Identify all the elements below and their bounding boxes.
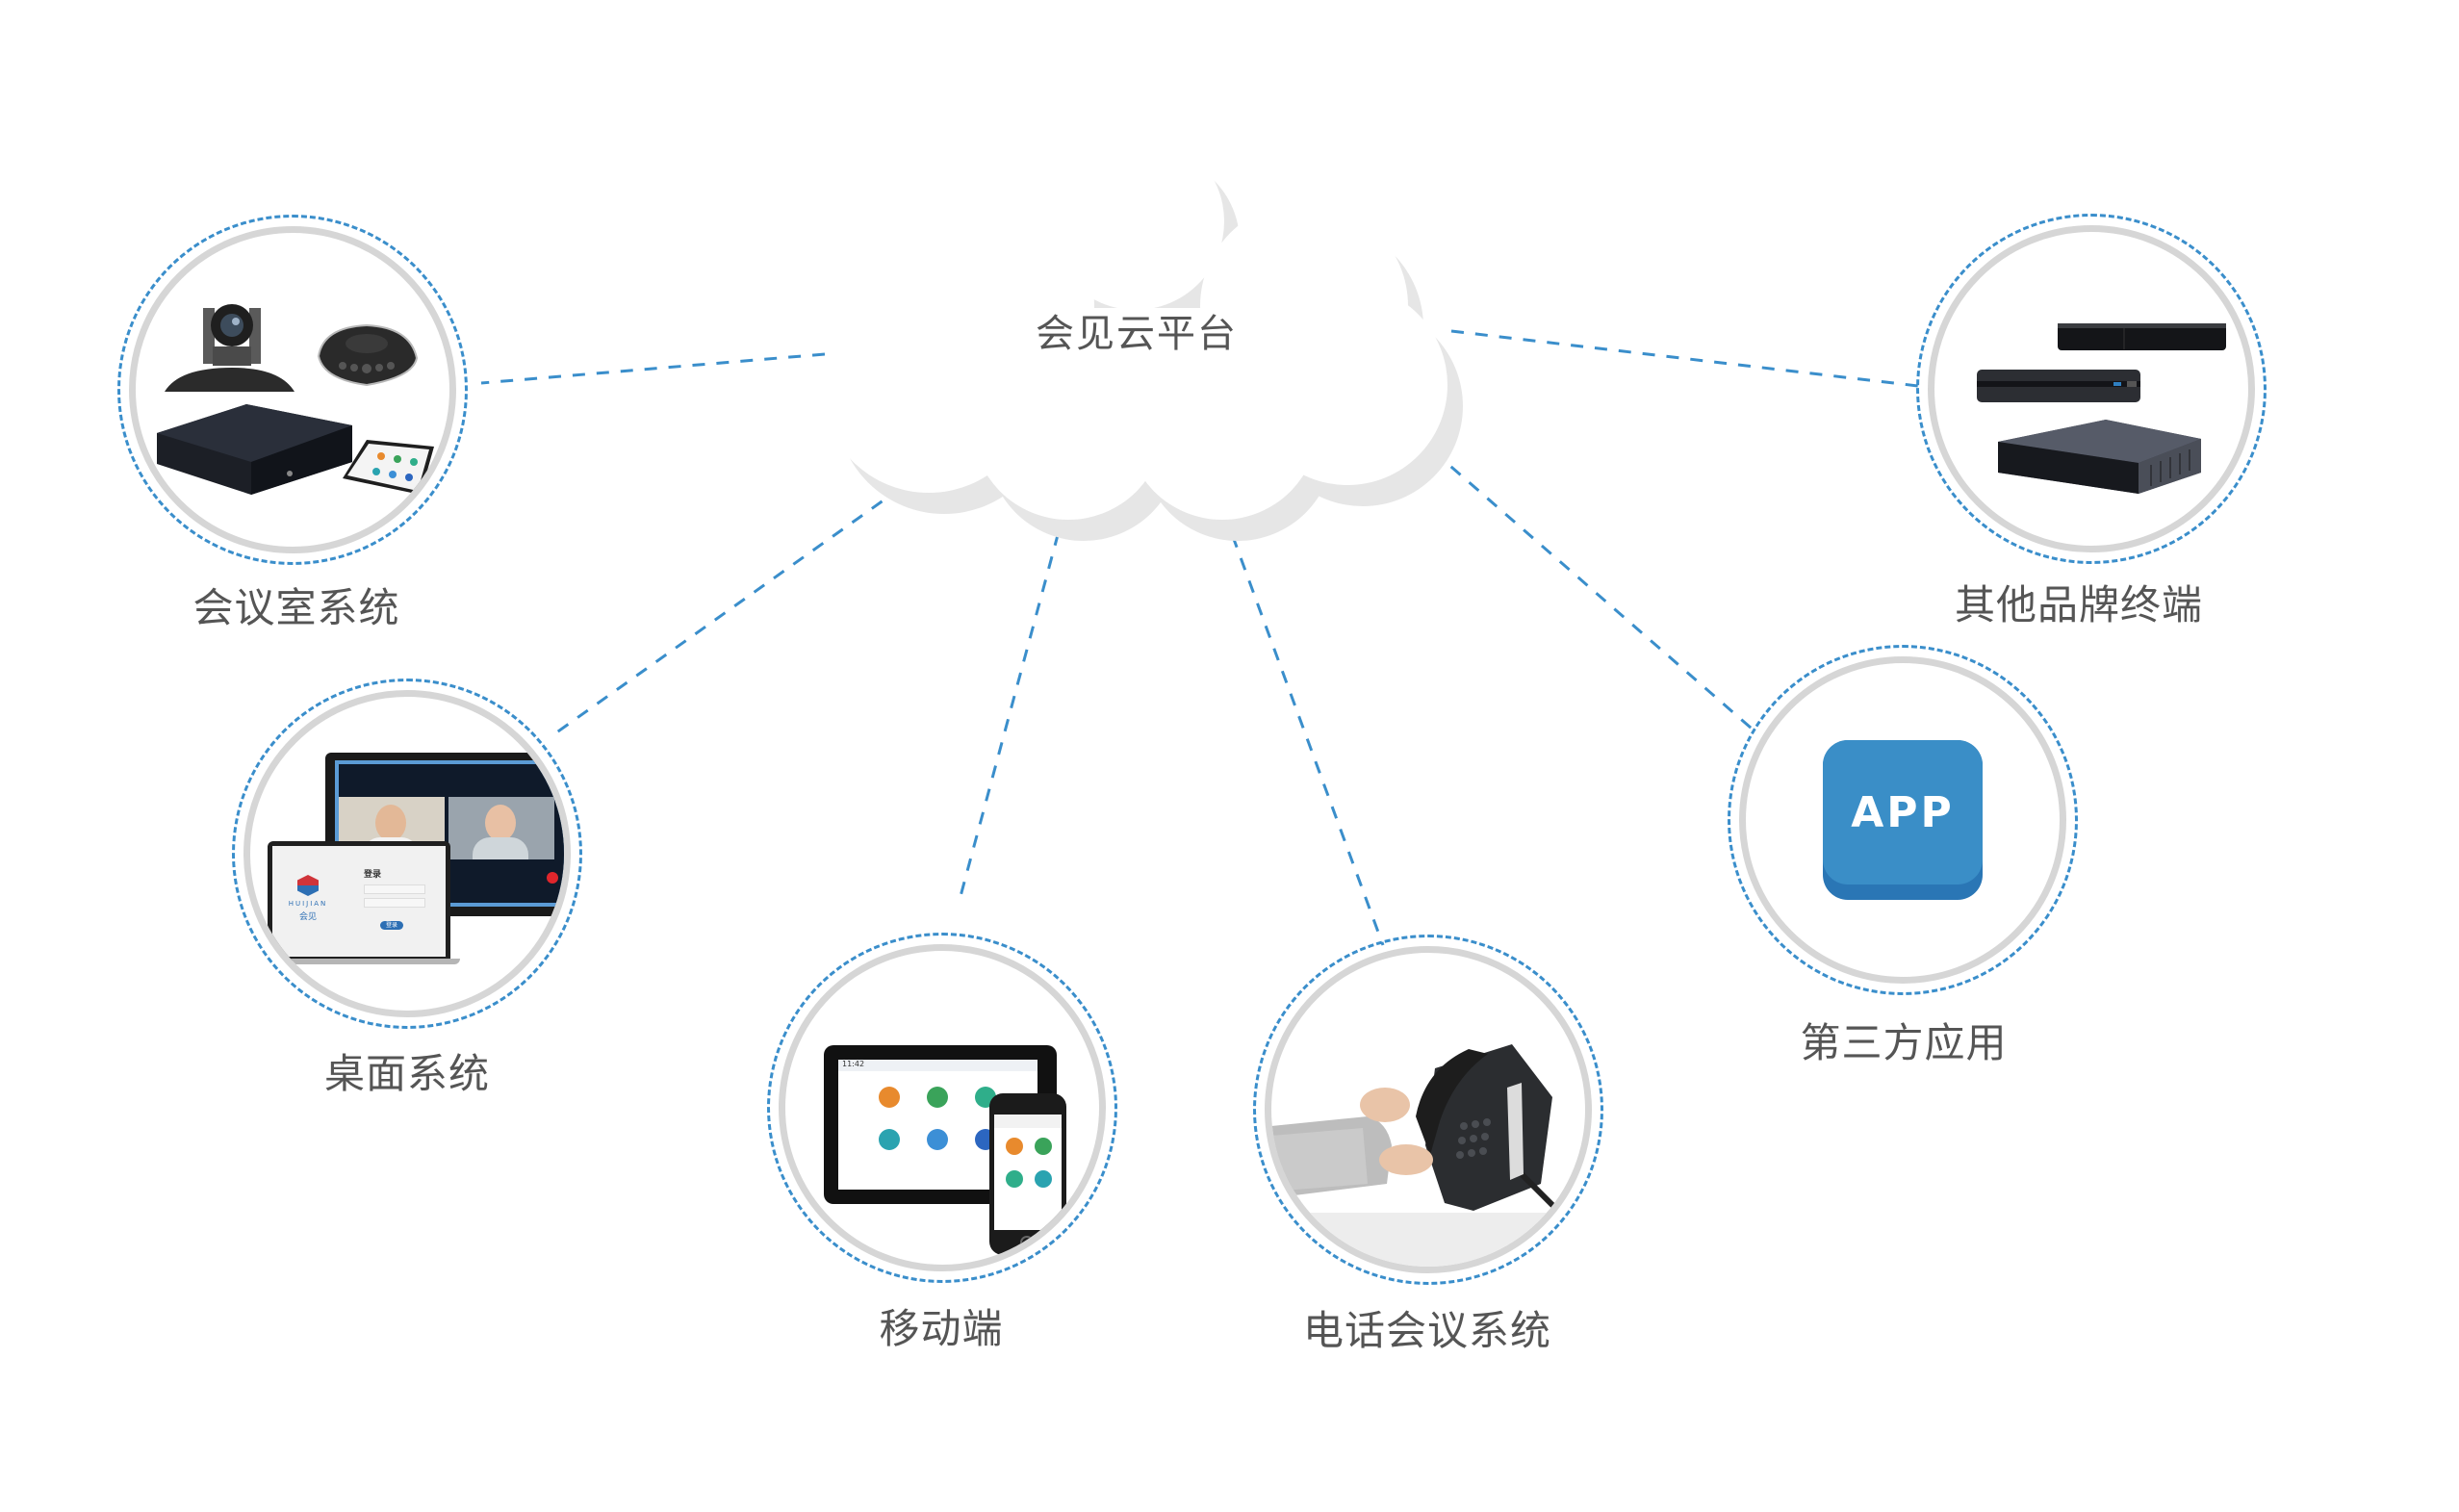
dashed-ring [767,933,1117,1283]
edge-phone-conference [1222,512,1385,946]
edge-other-brands [1450,329,1919,388]
ptz-camera-icon [165,304,295,392]
node-ring [1928,225,2255,552]
conference-speaker-icon [317,323,419,387]
dashed-ring [1253,935,1603,1285]
node-ring [1265,946,1592,1273]
terminal-box-1 [2058,323,2226,350]
password-field [364,898,425,908]
node-ring [129,226,456,553]
hangup-icon [547,872,558,884]
node-label-mobile: 移动端 [879,1305,1004,1352]
dashed-ring [1916,214,2267,564]
cloud-body [821,133,1447,520]
node-label-desktop: 桌面系统 [323,1050,491,1097]
touch-panel-icon [343,440,434,495]
node-other-brands[interactable] [1916,214,2267,564]
app-tile-text: APP [1823,740,1983,884]
laptop-icon: HUIJIAN 会见 登录 登录 [268,841,450,961]
video-tile-2 [448,797,554,859]
phone-icon [989,1093,1066,1255]
set-top-boxes-icon [1977,323,2226,494]
conference-room-devices-icon [157,304,434,495]
codec-box-icon [157,404,352,495]
node-phone-conference[interactable] [1253,935,1603,1285]
node-third-party-app[interactable]: APP [1728,645,2078,995]
laptop-base [258,959,460,964]
cloud-title: 会见云平台 [1036,312,1238,356]
node-ring: 11:42 [779,944,1106,1271]
node-ring: HUIJIAN 会见 登录 登录 [243,690,571,1017]
dashed-ring [117,215,468,565]
edge-meeting-room [480,352,826,385]
username-field [364,884,425,894]
node-label-other-brands: 其他品牌终端 [1954,581,2204,628]
node-meeting-room[interactable] [117,215,468,565]
login-button: 登录 [380,921,403,930]
terminal-box-3 [1998,420,2201,494]
node-label-third-party-app: 第三方应用 [1800,1019,2008,1066]
edge-mobile [958,509,1066,901]
node-label-meeting-room: 会议室系统 [192,584,400,631]
tablet-icon: 11:42 [824,1045,1057,1204]
node-desktop[interactable]: HUIJIAN 会见 登录 登录 [232,679,582,1029]
tablet-time: 11:42 [842,1060,865,1068]
huijian-logo-icon [297,875,319,896]
app-tile-icon: APP [1823,740,1983,900]
terminal-box-2 [1977,370,2140,402]
edge-third-party-app [1414,433,1759,736]
dashed-ring [1728,645,2078,995]
brand-en: HUIJIAN [288,900,328,908]
dashed-ring [232,679,582,1029]
node-label-phone-conference: 电话会议系统 [1302,1307,1552,1354]
node-mobile[interactable]: 11:42 [767,933,1117,1283]
brand-cn: 会见 [298,912,317,922]
node-ring: APP [1739,656,2066,984]
desk-phone-icon [1271,1044,1585,1267]
login-title: 登录 [364,870,382,880]
